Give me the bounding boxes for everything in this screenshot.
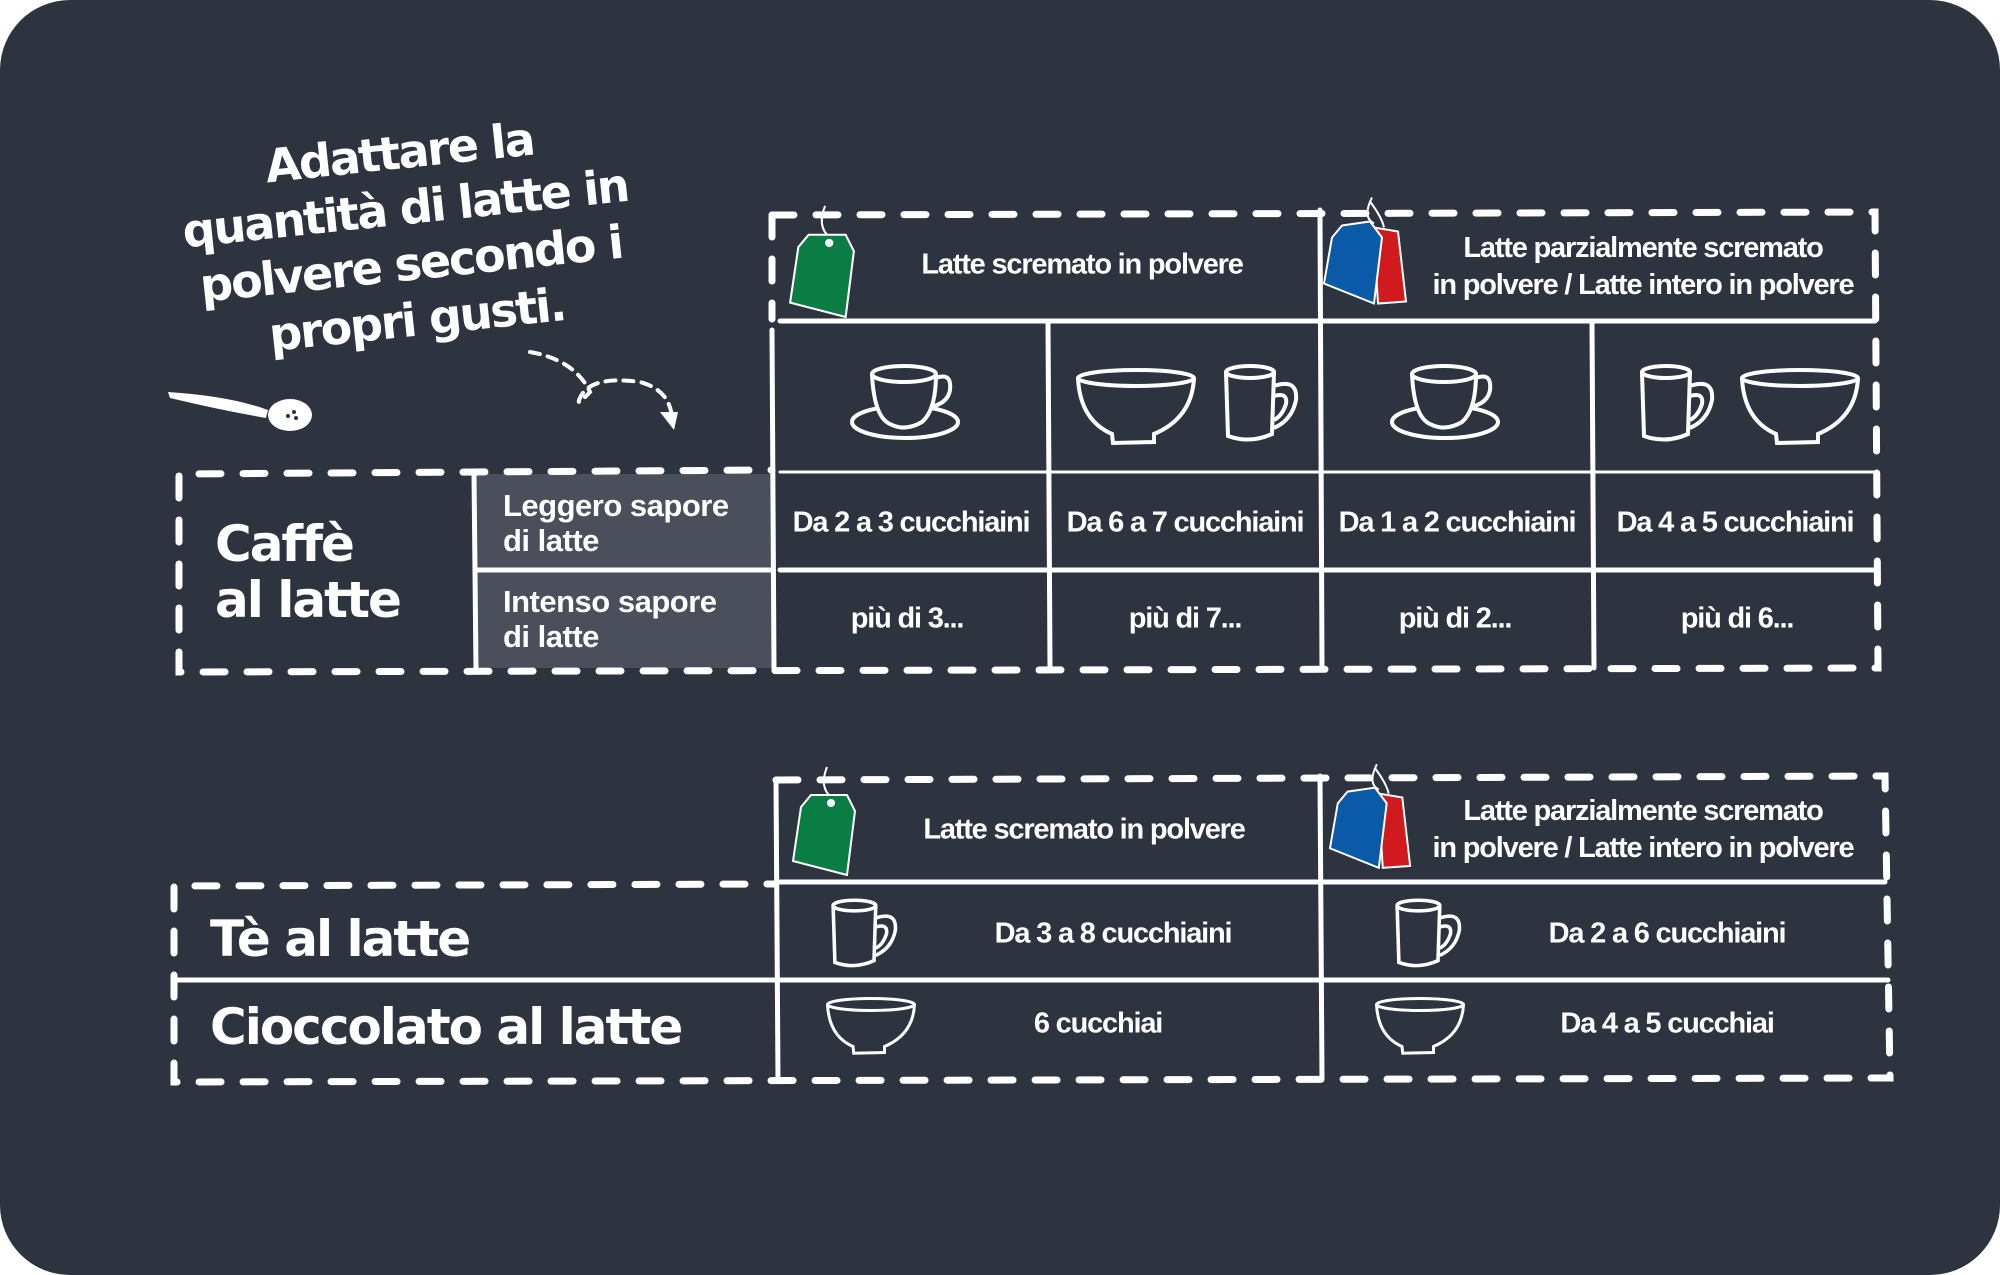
arrow-head-icon [660,412,678,430]
value-cell: più di 7... [1128,602,1243,635]
header-line: in polvere / Latte intero in polvere [1432,269,1855,301]
cup-with-saucer-icon [1390,364,1500,440]
value-cell: più di 6... [1680,602,1795,635]
header-line: in polvere / Latte intero in polvere [1432,832,1855,864]
flavor-label-light: Leggero sapore di latte [503,488,729,558]
green-tag-icon [789,205,855,319]
value-cell: Da 2 a 6 cucchiaini [1548,917,1787,950]
value-cell: Da 4 a 5 cucchiaini [1616,506,1855,539]
label-line: Intenso sapore [503,584,717,619]
value-cell: Da 4 a 5 cucchiai [1560,1007,1775,1040]
mug-icon [1395,898,1462,968]
instruction-title: Adattare la quantità di latte in polvere… [174,101,642,371]
header-partial-whole-milk: Latte parzialmente scremato in polvere /… [1432,793,1855,867]
cup-with-saucer-icon [850,364,960,440]
green-tag-icon [791,766,857,877]
mug-icon [831,898,898,968]
cup-icon [826,996,916,1055]
value-cell: Da 1 a 2 cucchiaini [1338,506,1577,539]
label-line: di latte [503,523,599,558]
cup-icon [1375,996,1465,1055]
header-skim-milk: Latte scremato in polvere [921,248,1244,281]
mug-icon [1224,364,1299,442]
value-cell: Da 2 a 3 cucchiaini [792,506,1031,539]
value-cell: 6 cucchiai [1033,1007,1163,1040]
header-partial-whole-milk: Latte parzialmente scremato in polvere /… [1432,230,1855,304]
spoon-icon [168,392,312,431]
header-line: Latte parzialmente scremato [1463,232,1823,264]
drink-name-line: Caffè [215,515,355,573]
drink-name-cioccolato-latte: Cioccolato al latte [210,998,683,1056]
header-line: Latte parzialmente scremato [1463,795,1823,827]
label-line: di latte [503,619,599,654]
bowl-icon [1076,368,1196,445]
value-cell: più di 2... [1398,602,1513,635]
value-cell: più di 3... [850,602,965,635]
value-cell: Da 6 a 7 cucchiaini [1066,506,1305,539]
value-cell: Da 3 a 8 cucchiaini [994,917,1233,950]
drink-name-caffe-latte: Caffè al latte [215,515,402,629]
mug-icon [1640,364,1715,442]
drink-name-te-latte: Tè al latte [210,910,471,968]
flavor-label-intense: Intenso sapore di latte [503,584,717,654]
bowl-icon [1740,368,1860,445]
drink-name-line: al latte [215,571,402,629]
header-skim-milk: Latte scremato in polvere [923,813,1246,846]
label-line: Leggero sapore [503,488,729,523]
